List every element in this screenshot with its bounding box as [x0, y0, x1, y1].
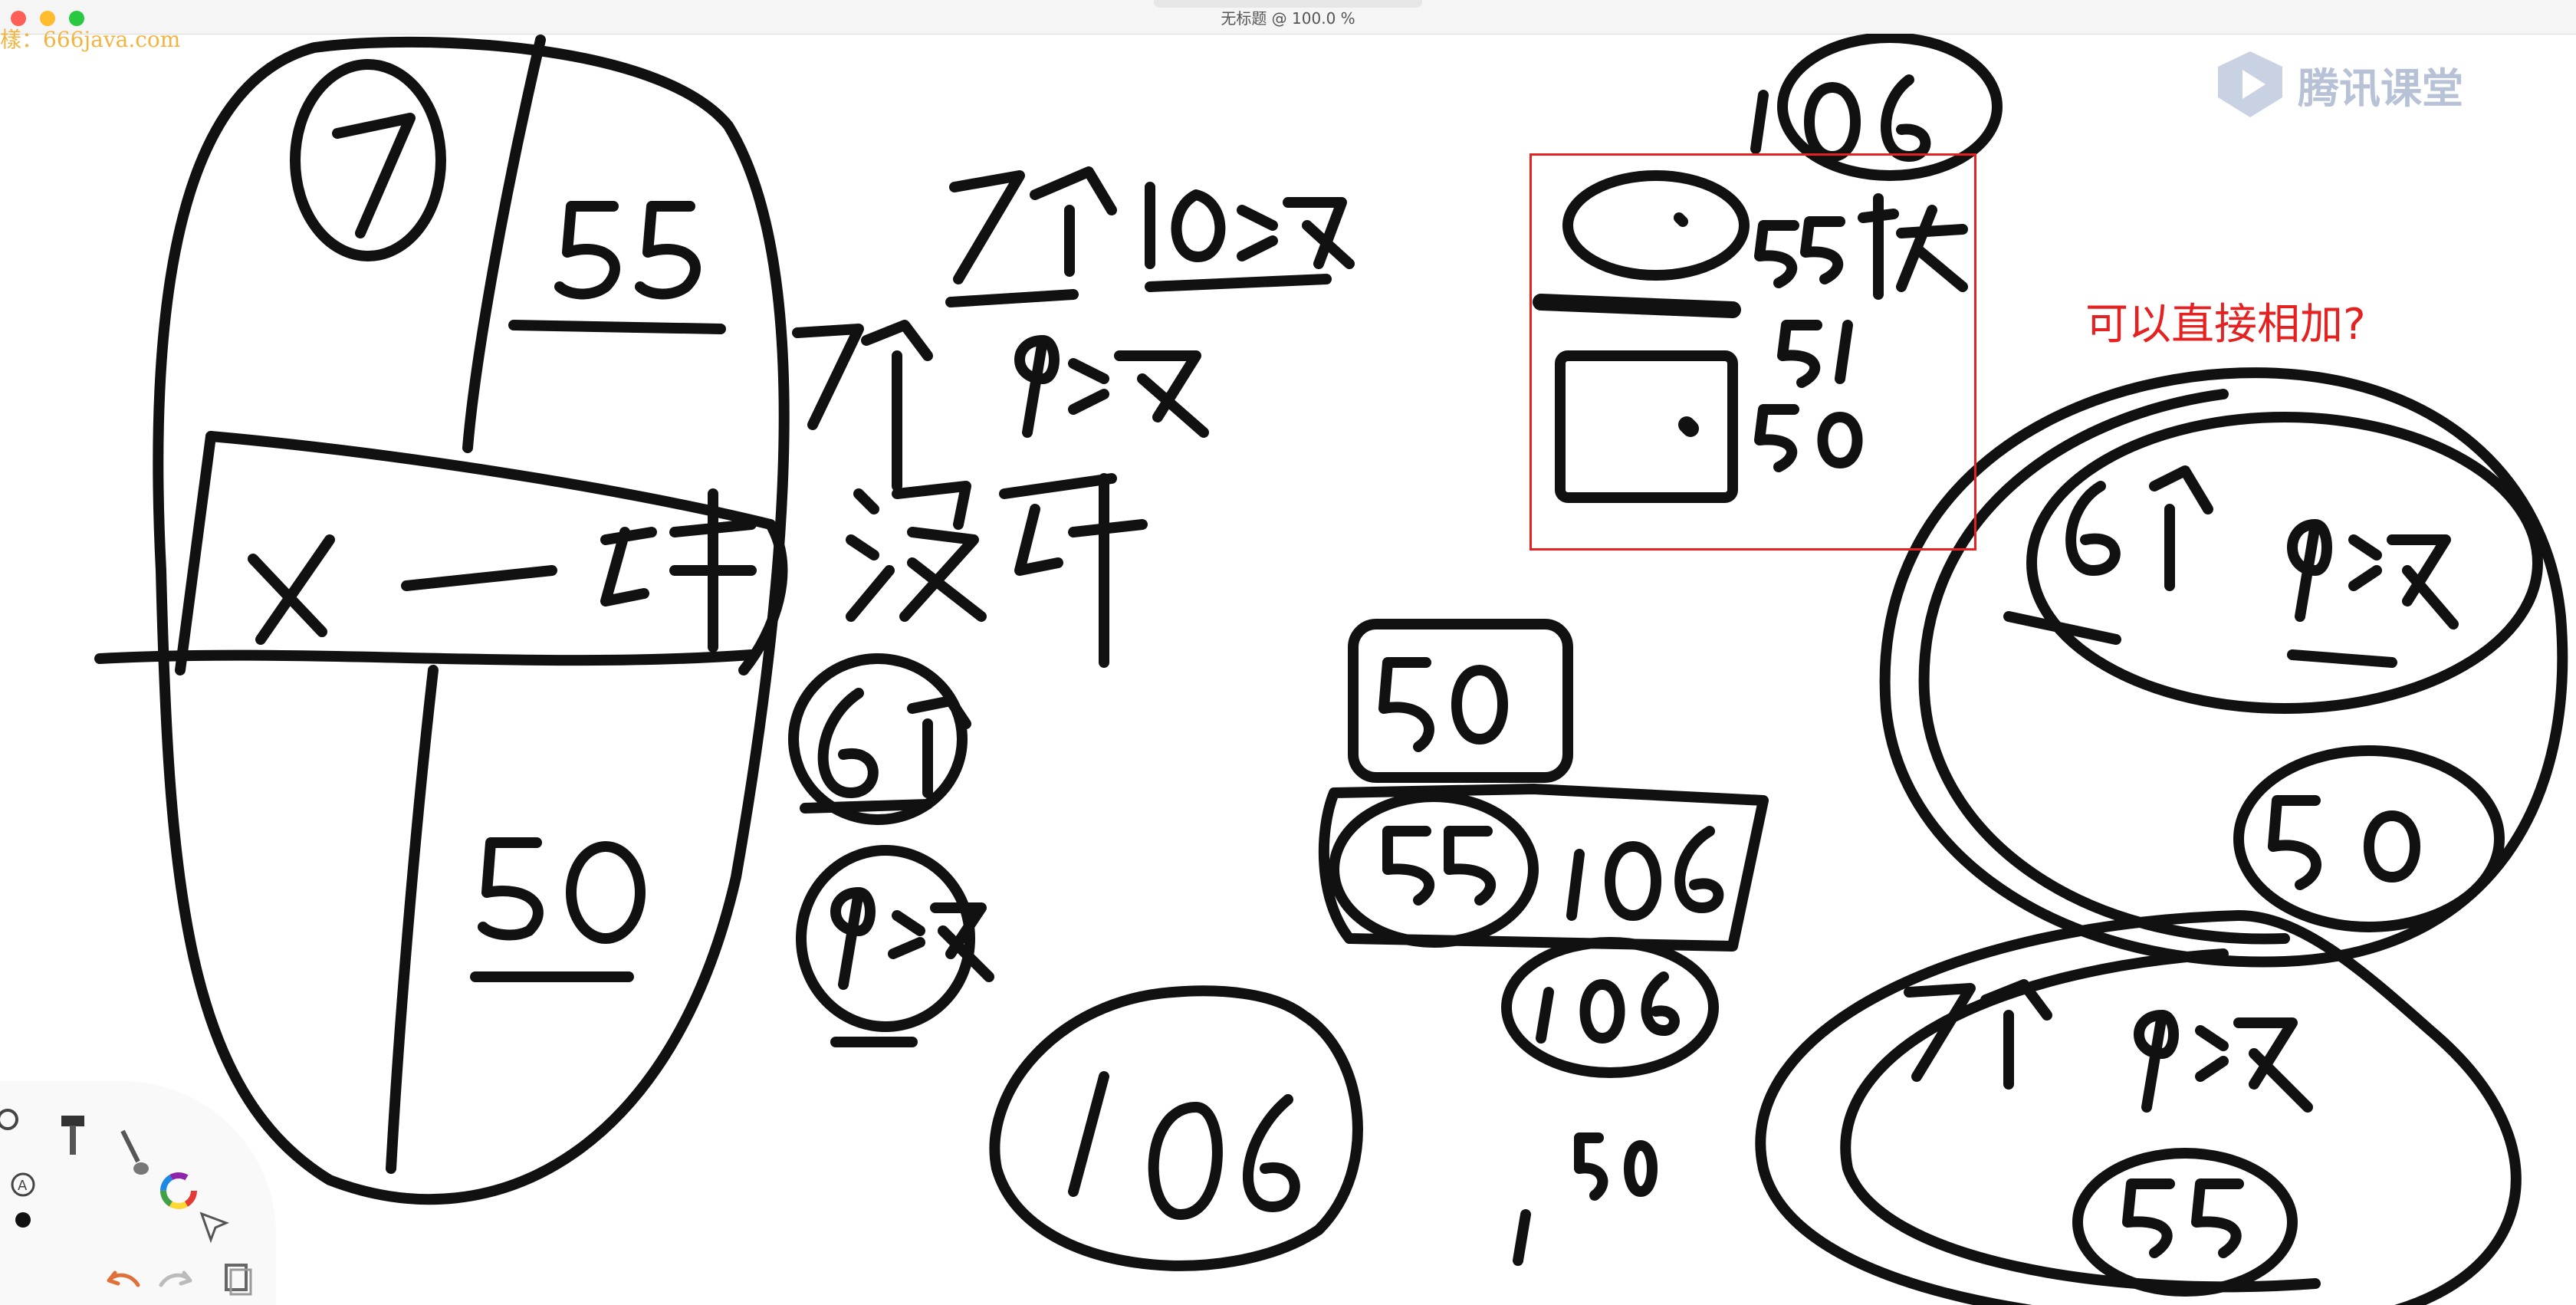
digit-55-top	[554, 201, 701, 300]
text-1-small	[1513, 1209, 1531, 1266]
thick-line-redbox	[1533, 294, 1741, 318]
underline-55	[508, 320, 726, 334]
text-mei-sui	[846, 473, 1148, 668]
dot-circle	[1674, 212, 1688, 227]
text-50-right	[2268, 795, 2420, 890]
big-right-circle-2	[1918, 389, 2290, 945]
square-in-redbox	[1555, 350, 1738, 503]
text-55-mid	[1382, 826, 1496, 906]
big-right-circle	[1879, 367, 2568, 968]
window-title: 无标题 @ 100.0 %	[1221, 9, 1355, 28]
dot-square	[1678, 416, 1699, 437]
undo-icon[interactable]	[100, 1265, 146, 1296]
text-6ge	[817, 688, 971, 798]
text-box-50	[1378, 657, 1508, 752]
text-106-mid	[1566, 826, 1724, 921]
circle-106-small	[1501, 937, 1719, 1078]
text-tool-icon[interactable]: A	[8, 1169, 38, 1200]
color-wheel-icon[interactable]	[157, 1169, 200, 1212]
layers-icon[interactable]	[219, 1259, 257, 1297]
circle-in-redbox	[1562, 170, 1750, 281]
zoom-window-button[interactable]	[69, 11, 84, 26]
underline-9ci-right	[2003, 611, 2397, 668]
annotation-redbox	[1530, 153, 1976, 551]
oval-band-top	[205, 431, 776, 530]
text-106-large	[1068, 1071, 1300, 1220]
redo-icon[interactable]	[153, 1265, 199, 1296]
play-icon	[2218, 51, 2282, 117]
circle-55-bottom	[2072, 1148, 2298, 1297]
circle-55-mid	[1329, 791, 1539, 948]
title-tab-indicator	[1154, 0, 1422, 8]
text-55-kuai	[1754, 193, 1968, 300]
oval-band-bottom	[94, 649, 757, 666]
annotation-question: 可以直接相加?	[2085, 300, 2366, 350]
box-55-106	[1318, 784, 1769, 952]
text-9ci	[830, 887, 994, 990]
window-titlebar: 无标题 @ 100.0 %	[0, 0, 2576, 35]
text-50-small	[1574, 1132, 1658, 1201]
underline-7ge	[945, 289, 1079, 307]
gear-icon[interactable]	[0, 1104, 23, 1135]
close-window-button[interactable]	[11, 11, 26, 26]
pointer-icon[interactable]	[196, 1208, 234, 1246]
text-50-redbox	[1754, 404, 1863, 472]
text-6ge-right	[2065, 465, 2213, 591]
dot-icon[interactable]	[11, 1208, 35, 1232]
circle-6ge	[788, 653, 968, 825]
text-7-ge-10-ci	[949, 166, 1355, 284]
oval-vertical-divider	[462, 35, 546, 453]
hammer-icon[interactable]	[54, 1112, 92, 1158]
watermark-text: 樣：666java.com	[0, 27, 181, 52]
glyph-sui	[600, 488, 757, 652]
oval-band-right	[738, 519, 788, 676]
oval-vertical-divider-lower	[386, 665, 439, 1174]
circle-106-top	[1777, 34, 2003, 181]
text-51	[1777, 320, 1853, 388]
cross-x	[248, 534, 335, 645]
tencent-classroom-logo: 腾讯课堂	[2212, 50, 2503, 119]
circle-106-large	[989, 985, 1363, 1271]
circle-seven	[290, 59, 446, 261]
circle-9ci	[796, 845, 975, 1032]
brush-icon[interactable]	[115, 1127, 153, 1181]
underline-6ge	[800, 799, 933, 814]
dash-one	[401, 565, 557, 591]
circle-50-right	[2233, 745, 2505, 932]
text-7-ge-9-ci	[792, 320, 1209, 491]
box-50	[1348, 619, 1573, 783]
underline-10ci	[1145, 274, 1332, 292]
text-106-top	[1750, 74, 1931, 162]
minimize-window-button[interactable]	[40, 11, 55, 26]
drawing-canvas[interactable]	[0, 34, 2576, 1305]
oval-band-left	[175, 431, 216, 676]
zero-50-bottom	[566, 841, 646, 944]
text-9ci-right	[2287, 519, 2459, 629]
text-7ge-9ci-bottom	[1904, 979, 2313, 1113]
svg-text:A: A	[18, 1178, 28, 1194]
digit-seven	[332, 113, 416, 238]
brand-name: 腾讯课堂	[2298, 64, 2463, 113]
ellipse-6ge-9ci	[2026, 412, 2543, 714]
digit-50-bottom	[478, 837, 544, 941]
text-55-bottom	[2122, 1178, 2244, 1258]
left-oval-stroke	[153, 36, 790, 1205]
bottom-right-ellipse	[1755, 910, 2522, 1305]
text-106-small	[1536, 971, 1680, 1044]
